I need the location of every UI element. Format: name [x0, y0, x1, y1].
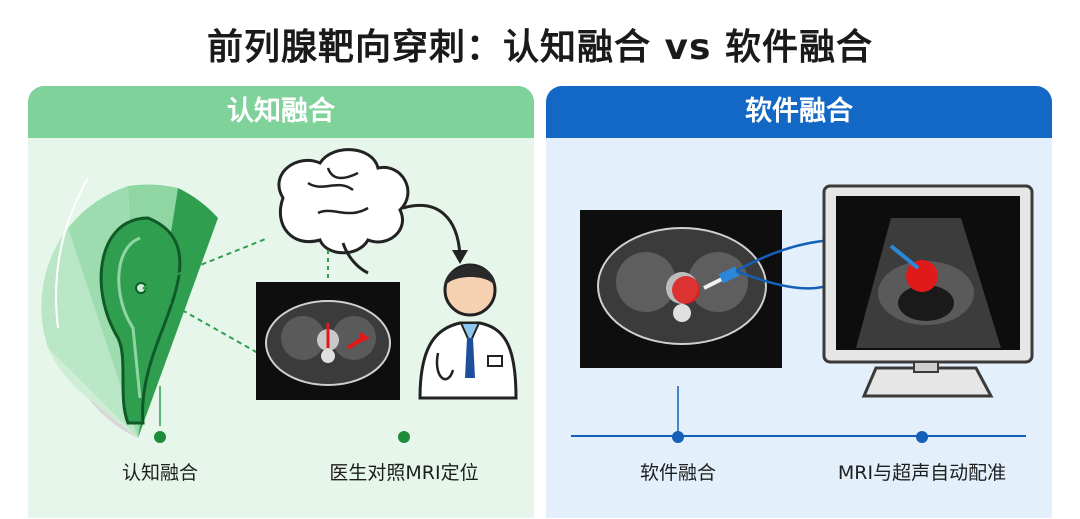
software-fusion-timeline-dots	[672, 431, 928, 443]
cognitive-fusion-panel: 认知融合	[28, 86, 534, 518]
doctor-icon	[418, 263, 518, 400]
software-step-label-2: MRI与超声自动配准	[837, 462, 1007, 484]
ultrasound-monitor-icon	[822, 184, 1034, 398]
software-fusion-panel: 软件融合	[546, 86, 1052, 518]
ct-scan-icon	[256, 248, 400, 400]
cognitive-fusion-timeline	[159, 386, 161, 426]
page-title: 前列腺靶向穿刺：认知融合 vs 软件融合	[207, 27, 873, 68]
software-fusion-heading: 软件融合	[546, 86, 1052, 138]
cognitive-fusion-heading: 认知融合	[28, 86, 534, 138]
software-fusion-illustration	[580, 184, 1034, 398]
prostate-diagram-icon	[41, 177, 269, 438]
cognitive-step-label-1: 认知融合	[121, 462, 199, 484]
cognitive-step-label-2: 医生对照MRI定位	[329, 462, 479, 484]
cognitive-fusion-illustration	[41, 148, 518, 438]
software-fusion-timeline	[571, 386, 1026, 437]
software-step-label-1: 软件融合	[639, 462, 717, 484]
cognitive-fusion-timeline-dots	[154, 431, 410, 443]
ct-scan-icon	[580, 210, 782, 368]
brain-icon	[277, 148, 410, 275]
